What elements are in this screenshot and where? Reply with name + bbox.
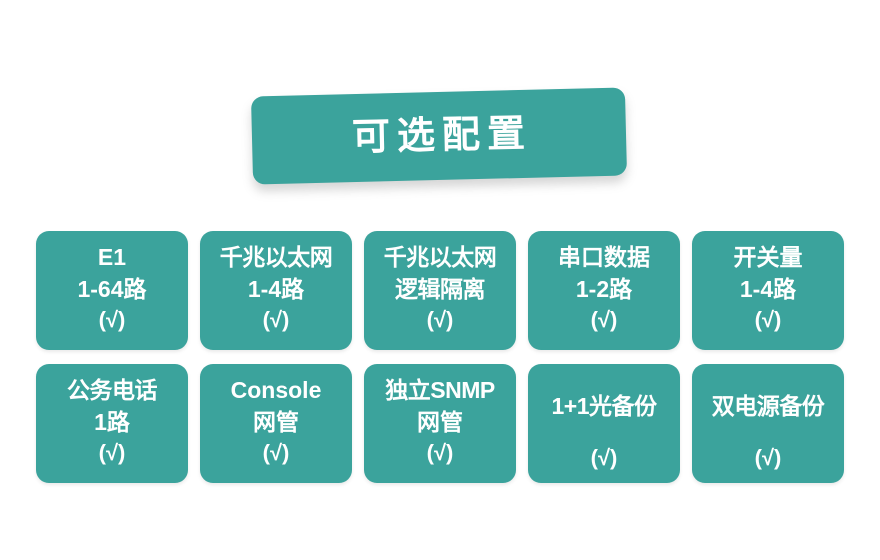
card-line-secondary: 网管 [417,409,463,435]
checkmark-icon: (√) [98,307,126,332]
checkmark-icon: (√) [98,440,126,465]
card-line-secondary: 1-64路 [77,276,147,302]
feature-card-row-1: E1 1-64路 (√) 千兆以太网 1-4路 (√) 千兆以太网 逻辑隔离 (… [36,231,844,350]
checkmark-icon: (√) [426,440,454,465]
card-line-primary: 开关量 [733,244,803,270]
card-line-secondary: 1-4路 [247,276,305,302]
page-header-banner: 可选配置 [250,87,628,185]
feature-card-independent-snmp[interactable]: 独立SNMP 网管 (√) [364,364,516,483]
checkmark-icon: (√) [262,307,290,332]
feature-card-console-management[interactable]: Console 网管 (√) [200,364,352,483]
card-line-primary: Console [230,377,322,403]
card-line-primary: 千兆以太网 [383,244,497,270]
card-line-secondary: 1路 [94,409,130,435]
card-line-primary: 1+1光备份 [551,393,657,419]
card-line-primary: 双电源备份 [711,393,825,419]
feature-card-service-telephone[interactable]: 公务电话 1路 (√) [36,364,188,483]
feature-card-row-2: 公务电话 1路 (√) Console 网管 (√) 独立SNMP 网管 (√)… [36,364,844,483]
feature-card-e1[interactable]: E1 1-64路 (√) [36,231,188,350]
card-line-primary: E1 [97,244,127,270]
checkmark-icon: (√) [754,307,782,332]
feature-card-gigabit-ethernet[interactable]: 千兆以太网 1-4路 (√) [200,231,352,350]
checkmark-icon: (√) [262,440,290,465]
banner-shape: 可选配置 [250,87,628,185]
page-title: 可选配置 [352,113,533,159]
feature-card-serial-data[interactable]: 串口数据 1-2路 (√) [528,231,680,350]
checkmark-icon: (√) [426,307,454,332]
feature-card-grid: E1 1-64路 (√) 千兆以太网 1-4路 (√) 千兆以太网 逻辑隔离 (… [36,231,844,483]
checkmark-icon: (√) [590,307,618,332]
feature-card-dual-power-backup[interactable]: 双电源备份 (√) [692,364,844,483]
checkmark-icon: (√) [754,445,782,470]
feature-card-switch-quantity[interactable]: 开关量 1-4路 (√) [692,231,844,350]
feature-card-gigabit-ethernet-logical-isolation[interactable]: 千兆以太网 逻辑隔离 (√) [364,231,516,350]
card-line-secondary: 网管 [253,409,299,435]
card-line-primary: 串口数据 [558,244,650,270]
card-line-primary: 公务电话 [67,377,158,403]
card-line-secondary: 1-4路 [739,276,797,302]
card-line-primary: 独立SNMP [385,377,495,403]
checkmark-icon: (√) [590,445,618,470]
feature-card-optical-backup[interactable]: 1+1光备份 (√) [528,364,680,483]
card-line-secondary: 逻辑隔离 [395,276,486,302]
card-line-secondary: 1-2路 [575,276,633,302]
card-line-primary: 千兆以太网 [219,244,333,270]
